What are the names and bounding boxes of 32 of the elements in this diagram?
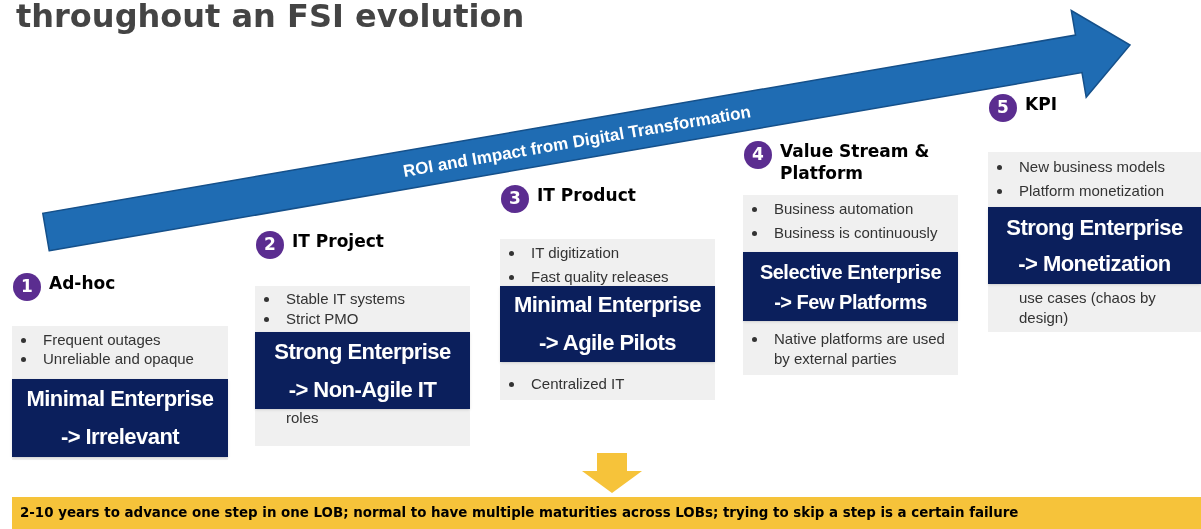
down-arrow [582, 453, 642, 493]
bullet-text: Native platforms are used by external parties [774, 329, 946, 369]
maturity-box: Minimal Enterprise -> Irrelevant [12, 379, 228, 457]
bullet-text: Frequent outages [43, 330, 162, 350]
bullet-list-box [500, 239, 715, 400]
stage-heading: IT Product [537, 184, 637, 206]
maturity-box: Strong Enterprise -> Non-Agile IT [255, 332, 470, 409]
bullet-text: Business is continuously [774, 223, 939, 243]
bullet-text: Business automation [774, 199, 915, 219]
bullet-text: roles [286, 408, 320, 428]
bullet-text: Strict PMO [286, 309, 360, 329]
stage-heading: Ad-hoc [49, 272, 117, 294]
bullet-text: Stable IT systems [286, 289, 406, 309]
bullet-text: Platform monetization [1019, 181, 1166, 201]
bullet-list-box [743, 195, 958, 375]
maturity-box: Strong Enterprise -> Monetization [988, 207, 1201, 284]
maturity-box: Selective Enterprise -> Few Platforms [743, 252, 958, 321]
stage-heading: KPI [1025, 93, 1058, 115]
bullet-list-box [12, 326, 228, 460]
bullet-text: Unreliable and opaque [43, 349, 195, 369]
bullet-text: Fast quality releases [531, 267, 670, 287]
bullet-text: IT digitization [531, 243, 621, 263]
bullet-text: use cases (chaos by design) [1019, 288, 1157, 328]
maturity-box: Minimal Enterprise -> Agile Pilots [500, 286, 715, 362]
title: throughout an FSI evolution [16, 0, 525, 36]
bullet-list-box [255, 286, 470, 446]
bullet-text: Centralized IT [531, 374, 626, 394]
stage-heading: IT Project [292, 230, 385, 252]
bullet-list-box [988, 152, 1201, 332]
bullet-text: New business models [1019, 157, 1166, 177]
summary-banner: 2-10 years to advance one step in one LOB; normal to have multiple maturities across LOBs; trying to skip a step is a certain failure [12, 497, 1201, 529]
stage-heading: Value Stream & Platform [780, 140, 931, 184]
